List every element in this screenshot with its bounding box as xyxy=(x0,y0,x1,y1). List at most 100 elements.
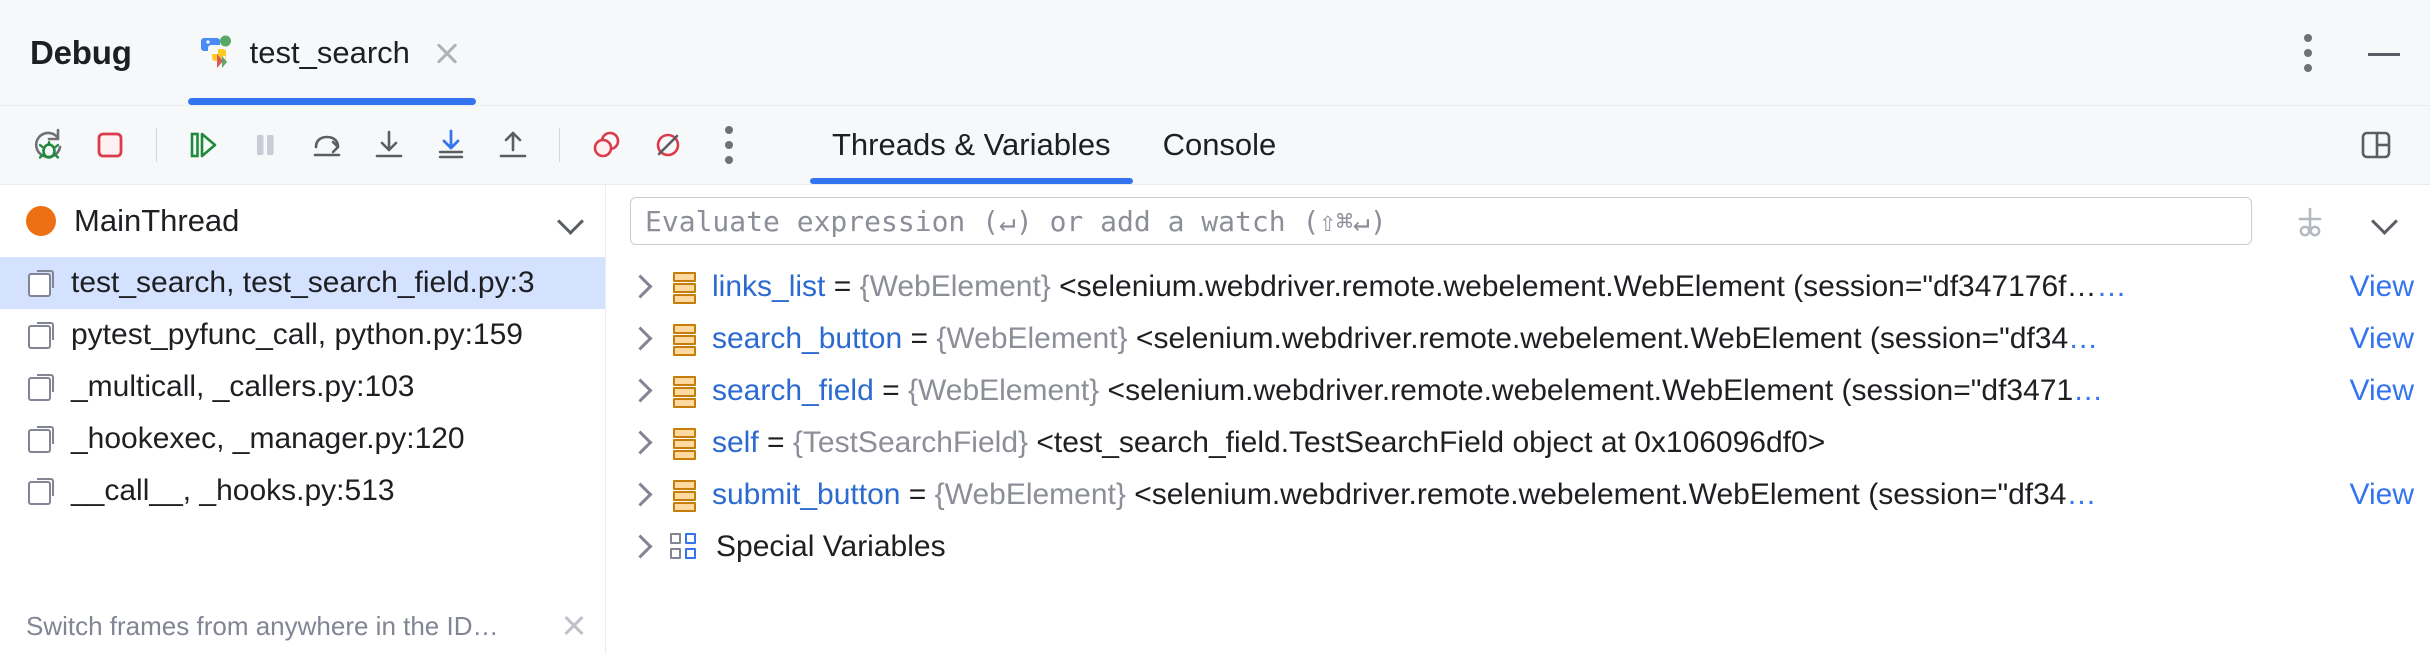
variable-ellipsis: … xyxy=(2073,374,2104,407)
variables-panel: Evaluate expression (↵) or add a watch (… xyxy=(606,185,2430,654)
step-over-button[interactable] xyxy=(299,117,355,173)
force-step-into-icon xyxy=(438,129,464,159)
python-test-icon xyxy=(198,34,236,72)
layout-settings-icon xyxy=(2361,131,2391,159)
thread-selector[interactable]: MainThread xyxy=(0,185,605,257)
variable-icon xyxy=(670,376,696,408)
pause-program-button[interactable] xyxy=(237,117,293,173)
variable-value: <selenium.webdriver.remote.webelement.We… xyxy=(1127,322,2069,355)
step-over-icon xyxy=(313,135,341,157)
view-link[interactable]: View xyxy=(2349,270,2414,303)
close-icon[interactable] xyxy=(432,38,462,68)
chevron-right-icon[interactable] xyxy=(628,483,652,507)
frame-row[interactable]: test_search, test_search_field.py:3 xyxy=(0,257,605,309)
add-watch-button[interactable] xyxy=(2282,193,2338,249)
variable-row[interactable]: links_list = {WebElement} <selenium.webd… xyxy=(606,261,2430,313)
step-out-icon xyxy=(499,131,527,158)
variable-value: <test_search_field.TestSearchField objec… xyxy=(1028,426,1826,459)
more-options-button[interactable] xyxy=(702,117,758,173)
view-link[interactable]: View xyxy=(2349,374,2414,407)
chevron-right-icon[interactable] xyxy=(628,535,652,559)
titlebar-controls xyxy=(2304,0,2402,105)
frame-label: _hookexec, _manager.py:120 xyxy=(71,422,465,455)
variable-name: self xyxy=(712,426,759,459)
rerun-debug-icon xyxy=(34,128,62,159)
variable-icon xyxy=(670,272,696,304)
variable-value: <selenium.webdriver.remote.webelement.We… xyxy=(1050,270,2097,303)
frames-panel: MainThread test_search, test_search_fiel… xyxy=(0,185,606,654)
chevron-down-icon[interactable] xyxy=(557,208,583,234)
page-title: Debug xyxy=(30,33,132,71)
variable-ellipsis: … xyxy=(2066,478,2097,511)
minimize-icon[interactable] xyxy=(2366,35,2402,71)
frame-icon xyxy=(28,321,55,349)
chevron-right-icon[interactable] xyxy=(628,431,652,455)
view-breakpoints-button[interactable] xyxy=(578,117,634,173)
variable-icon xyxy=(670,324,696,356)
kebab-menu-icon[interactable] xyxy=(2304,31,2314,75)
view-link[interactable]: View xyxy=(2349,322,2414,355)
variable-name: search_field xyxy=(712,374,874,407)
variable-value: <selenium.webdriver.remote.webelement.We… xyxy=(1099,374,2074,407)
frame-row[interactable]: _hookexec, _manager.py:120 xyxy=(0,413,605,465)
rerun-debug-button[interactable] xyxy=(20,117,76,173)
variable-name: search_button xyxy=(712,322,903,355)
variables-tree[interactable]: links_list = {WebElement} <selenium.webd… xyxy=(606,257,2430,654)
resume-icon xyxy=(190,132,217,158)
variable-icon xyxy=(670,480,696,512)
variable-row[interactable]: search_field = {WebElement} <selenium.we… xyxy=(606,365,2430,417)
tab-label: Threads & Variables xyxy=(832,127,1111,162)
variable-row[interactable]: submit_button = {WebElement} <selenium.w… xyxy=(606,469,2430,521)
frame-icon xyxy=(28,269,55,297)
run-configuration-tab[interactable]: test_search xyxy=(180,0,484,105)
watch-actions xyxy=(2282,193,2412,249)
tab-console[interactable]: Console xyxy=(1137,106,1303,184)
chevron-right-icon[interactable] xyxy=(628,275,652,299)
force-step-into-button[interactable] xyxy=(423,117,479,173)
variable-equals: = xyxy=(900,478,935,511)
variable-row[interactable]: search_button = {WebElement} <selenium.w… xyxy=(606,313,2430,365)
frame-icon xyxy=(28,425,55,453)
chevron-down-icon xyxy=(2371,208,2397,234)
variable-text: links_list = {WebElement} <selenium.webd… xyxy=(712,270,2344,304)
mute-breakpoints-icon xyxy=(656,133,680,157)
chevron-right-icon[interactable] xyxy=(628,379,652,403)
frames-hint-bar: Switch frames from anywhere in the ID… xyxy=(0,598,605,654)
stop-button[interactable] xyxy=(82,117,138,173)
toolbar-right-actions xyxy=(2348,106,2404,184)
variable-type: {TestSearchField} xyxy=(792,426,1029,459)
step-out-button[interactable] xyxy=(485,117,541,173)
chevron-right-icon[interactable] xyxy=(628,327,652,351)
tab-threads-and-variables[interactable]: Threads & Variables xyxy=(806,106,1137,184)
thread-status-icon xyxy=(26,206,56,236)
debug-main-area: MainThread test_search, test_search_fiel… xyxy=(0,185,2430,654)
kebab-menu-icon xyxy=(725,123,735,167)
frame-row[interactable]: __call__, _hooks.py:513 xyxy=(0,465,605,517)
variable-value: <selenium.webdriver.remote.webelement.We… xyxy=(1125,478,2067,511)
layout-settings-button[interactable] xyxy=(2348,117,2404,173)
special-variables-row[interactable]: Special Variables xyxy=(606,521,2430,573)
run-tab-label: test_search xyxy=(249,34,410,70)
mute-breakpoints-button[interactable] xyxy=(640,117,696,173)
toolbar-divider xyxy=(559,128,560,162)
resume-program-button[interactable] xyxy=(175,117,231,173)
special-variables-icon xyxy=(670,532,700,562)
frames-list[interactable]: test_search, test_search_field.py:3 pyte… xyxy=(0,257,605,598)
frame-row[interactable]: _multicall, _callers.py:103 xyxy=(0,361,605,413)
close-icon[interactable] xyxy=(561,613,587,639)
watch-options-button[interactable] xyxy=(2356,193,2412,249)
breakpoints-icon xyxy=(593,131,620,158)
evaluate-bar: Evaluate expression (↵) or add a watch (… xyxy=(606,185,2430,257)
step-into-button[interactable] xyxy=(361,117,417,173)
frame-row[interactable]: pytest_pyfunc_call, python.py:159 xyxy=(0,309,605,361)
evaluate-expression-input[interactable]: Evaluate expression (↵) or add a watch (… xyxy=(630,197,2252,245)
variable-name: submit_button xyxy=(712,478,901,511)
variable-equals: = xyxy=(873,374,908,407)
frame-icon xyxy=(28,373,55,401)
view-link[interactable]: View xyxy=(2349,478,2414,511)
variable-text: self = {TestSearchField} <test_search_fi… xyxy=(712,426,2408,460)
variable-name: links_list xyxy=(712,270,826,303)
variable-row[interactable]: self = {TestSearchField} <test_search_fi… xyxy=(606,417,2430,469)
special-variables-label: Special Variables xyxy=(716,530,946,563)
